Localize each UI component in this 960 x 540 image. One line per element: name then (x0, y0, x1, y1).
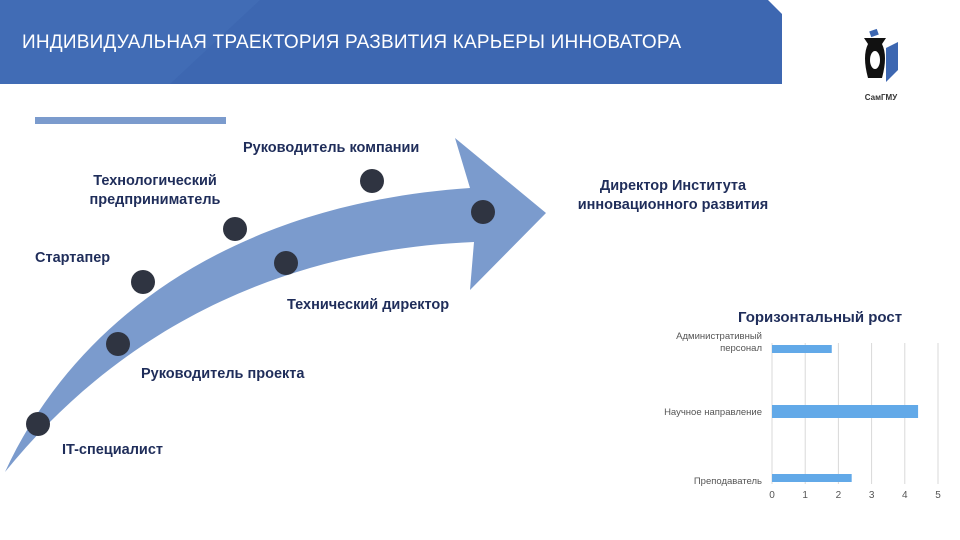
category-label: Административный персонал (676, 331, 762, 354)
bar (772, 345, 832, 353)
step-label: Руководитель компании (243, 140, 420, 156)
tick-label: 4 (902, 490, 908, 501)
tick-label: 2 (835, 490, 842, 501)
header-banner (0, 0, 782, 84)
bar (772, 474, 852, 482)
step-label: Руководитель проекта (141, 366, 305, 382)
logo: СамГМУ (856, 26, 906, 106)
logo-text: СамГМУ (864, 93, 898, 102)
tick-label: 3 (868, 490, 875, 501)
step-dot (360, 169, 384, 193)
step-dot (471, 200, 495, 224)
step-label: Технический директор (287, 297, 450, 313)
category-label: Преподаватель (693, 476, 762, 487)
category-label: Научное направление (664, 407, 762, 418)
tick-label: 0 (769, 490, 775, 501)
step-dot (131, 270, 155, 294)
logo-emblem-icon (864, 28, 898, 82)
tick-label: 1 (802, 490, 808, 501)
step-label: Технологический предприниматель (89, 173, 221, 208)
step-dot (106, 332, 130, 356)
page-title: ИНДИВИДУАЛЬНАЯ ТРАЕКТОРИЯ РАЗВИТИЯ КАРЬЕ… (22, 32, 682, 53)
step-label: Директор Института инновационного развит… (577, 178, 769, 213)
accent-line (35, 117, 226, 124)
step-label: Стартапер (35, 250, 111, 266)
step-dot (223, 217, 247, 241)
chart-title: Горизонтальный рост (737, 309, 903, 326)
step-dot (274, 251, 298, 275)
step-label: IT-специалист (62, 442, 163, 458)
bar (772, 405, 919, 418)
step-dot (26, 412, 50, 436)
tick-label: 5 (935, 490, 941, 501)
